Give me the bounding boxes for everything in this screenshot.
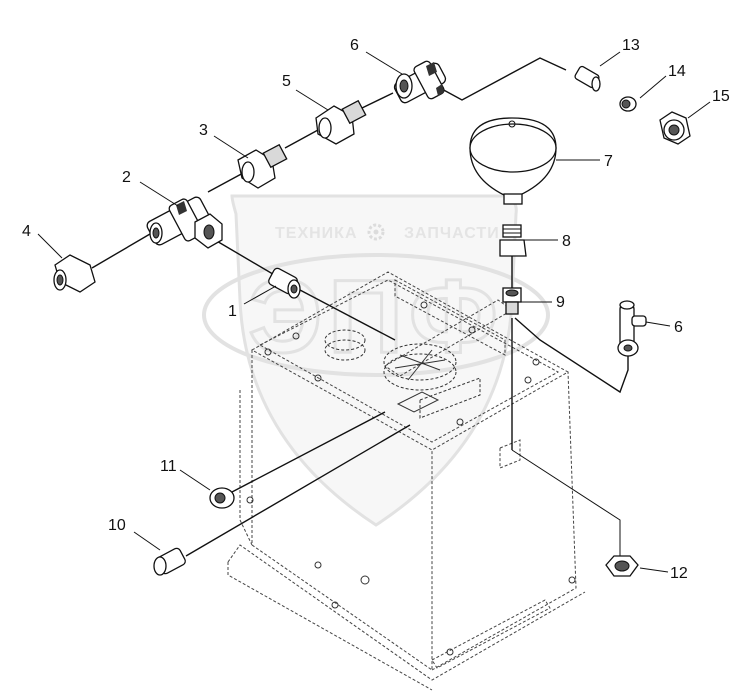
sleeve-13: [574, 65, 601, 92]
callout-14: 14: [668, 63, 686, 80]
ring-14: [619, 96, 637, 112]
callout-6-top: 6: [350, 37, 359, 54]
plug-11: [209, 487, 235, 509]
watermark-right-text: ЗАПЧАСТИ: [404, 225, 500, 242]
nut-15: [659, 111, 691, 145]
filter-assembly: [383, 343, 481, 419]
fitting-10: [153, 547, 186, 576]
accumulator-7: [469, 117, 557, 205]
callout-2: 2: [122, 169, 131, 186]
tee-fitting-6-right: [617, 300, 647, 357]
watermark: ТЕХНИКА ЗАПЧАСТИ ЭПФ: [202, 194, 550, 527]
tank-bolts: [246, 301, 576, 656]
callouts: 1 2 3 4 5 6 6 7 8 9 10 11 12 13 14 15: [22, 37, 730, 582]
callout-3: 3: [199, 122, 208, 139]
tee-fitting-6-top: [393, 60, 447, 104]
callout-4: 4: [22, 223, 31, 240]
callout-13: 13: [622, 37, 640, 54]
callout-5: 5: [282, 73, 291, 90]
nut-12: [605, 555, 639, 577]
fitting-4: [53, 254, 96, 293]
watermark-left-text: ТЕХНИКА: [275, 225, 358, 242]
adapter-5: [315, 99, 367, 145]
leader-lines: [37, 51, 711, 573]
callout-15: 15: [712, 88, 730, 105]
gear-icon: [367, 223, 385, 241]
callout-10: 10: [108, 517, 126, 534]
watermark-shield: [230, 194, 518, 527]
callout-1: 1: [228, 303, 237, 320]
callout-8: 8: [562, 233, 571, 250]
callout-6-right: 6: [674, 319, 683, 336]
callout-9: 9: [556, 294, 565, 311]
hydraulic-tank: [227, 271, 586, 691]
callout-7: 7: [604, 153, 613, 170]
watermark-ellipse: [202, 253, 550, 377]
adapter-3: [237, 143, 288, 189]
callout-12: 12: [670, 565, 688, 582]
fitting-1: [268, 267, 301, 299]
tee-fitting-2: [146, 196, 223, 249]
callout-11: 11: [160, 458, 177, 475]
fitting-9: [502, 287, 522, 315]
fitting-8: [499, 224, 527, 257]
